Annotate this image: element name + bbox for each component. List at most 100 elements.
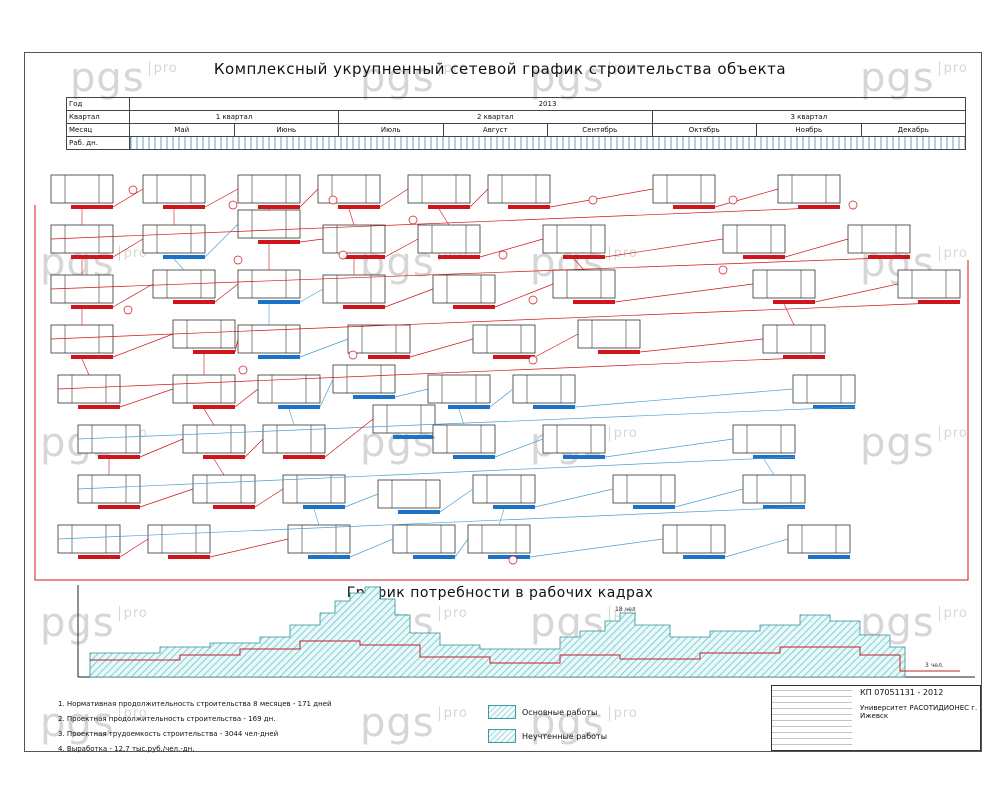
work-duration-bar [673, 205, 715, 209]
workforce-area [89, 586, 906, 678]
work-duration-bar [918, 300, 960, 304]
dependency-arrow [724, 538, 789, 558]
dependency-arrow [534, 488, 614, 508]
work-node [662, 524, 726, 554]
dependency-link [348, 208, 355, 226]
work-duration-bar [303, 505, 345, 509]
calendar-month: Декабрь [860, 123, 966, 137]
dependency-arrow [494, 283, 554, 308]
work-node [317, 174, 381, 204]
calendar-row-label: Квартал [66, 110, 130, 124]
legend-item: Основные работы [488, 700, 607, 724]
histogram-peak-label: 18 чел [615, 606, 636, 613]
work-node [472, 474, 536, 504]
event-circle [238, 365, 248, 375]
work-duration-bar [428, 205, 470, 209]
dependency-link [313, 508, 320, 526]
work-node [172, 374, 236, 404]
work-duration-bar [743, 255, 785, 259]
work-duration-bar [308, 555, 350, 559]
calendar-days-row: Раб. дн. [66, 136, 966, 150]
work-duration-bar [71, 305, 113, 309]
calendar-quarter: 2 квартал [338, 110, 653, 124]
work-duration-bar [763, 505, 805, 509]
work-node [652, 174, 716, 204]
work-node [50, 274, 114, 304]
dependency-arrow [57, 356, 826, 390]
work-duration-bar [203, 455, 245, 459]
event-circle [123, 305, 133, 315]
dependency-arrow [50, 206, 841, 240]
dependency-link [763, 458, 775, 476]
calendar-month: Октябрь [651, 123, 757, 137]
calendar-row-label: Год [66, 97, 130, 111]
work-duration-bar [258, 300, 300, 304]
dependency-arrow [299, 188, 319, 208]
work-node [287, 524, 351, 554]
dependency-arrow [234, 338, 239, 353]
dependency-arrow [139, 438, 184, 458]
work-duration-bar [598, 350, 640, 354]
dependency-link [438, 208, 450, 226]
work-duration-bar [453, 305, 495, 309]
work-duration-bar [783, 355, 825, 359]
dependency-arrow [50, 256, 911, 290]
dependency-link [498, 508, 505, 526]
work-duration-bar [78, 555, 120, 559]
work-duration-bar [213, 505, 255, 509]
event-circle [408, 215, 418, 225]
calendar-month-row: Месяц Май Июнь Июль Август Сентябрь Октя… [66, 123, 966, 137]
work-node [417, 224, 481, 254]
calendar-quarter: 1 квартал [129, 110, 339, 124]
dependency-arrow [299, 238, 324, 243]
notes-block: 1. Нормативная продолжительность строите… [58, 697, 332, 757]
work-node [50, 174, 114, 204]
calendar-quarter-row: Квартал 1 квартал 2 квартал 3 квартал [66, 110, 966, 124]
calendar-month: Июнь [233, 123, 339, 137]
work-duration-bar [283, 455, 325, 459]
work-duration-bar [453, 455, 495, 459]
work-duration-bar [868, 255, 910, 259]
dependency-arrow [209, 538, 289, 558]
title-block-stamp: КП 07051131 - 2012 Университет РАСОТИДИО… [771, 685, 981, 751]
legend-label: Основные работы [522, 707, 598, 717]
work-node [762, 324, 826, 354]
dependency-arrow [119, 538, 149, 558]
work-node [347, 324, 411, 354]
work-node [787, 524, 851, 554]
work-node [407, 174, 471, 204]
work-node [432, 274, 496, 304]
dependency-arrow [139, 488, 194, 508]
work-duration-bar [71, 255, 113, 259]
dependency-arrow [432, 436, 436, 440]
work-node [732, 424, 796, 454]
calendar-month: Май [129, 123, 235, 137]
work-node [487, 174, 551, 204]
dependency-arrow [112, 283, 154, 308]
calendar-table: Год 2013 Квартал 1 квартал 2 квартал 3 к… [66, 97, 966, 150]
dependency-arrow [479, 238, 544, 258]
work-duration-bar [71, 355, 113, 359]
work-duration-bar [633, 505, 675, 509]
legend-swatch [488, 705, 516, 719]
dependency-arrow [50, 301, 961, 340]
work-node [577, 319, 641, 349]
work-duration-bar [533, 405, 575, 409]
dependency-arrow [494, 438, 544, 458]
work-duration-bar [573, 300, 615, 304]
dependency-arrow [674, 488, 744, 508]
work-node [472, 324, 536, 354]
work-duration-bar [258, 355, 300, 359]
event-circle [348, 350, 358, 360]
dependency-arrow [714, 188, 779, 208]
work-node [752, 269, 816, 299]
work-duration-bar [808, 555, 850, 559]
event-circle [728, 195, 738, 205]
dependency-arrow [379, 188, 409, 208]
work-node [142, 174, 206, 204]
work-duration-bar [173, 300, 215, 304]
work-node [50, 224, 114, 254]
dependency-link [783, 303, 795, 326]
dependency-arrow [112, 188, 144, 208]
event-circle [233, 255, 243, 265]
